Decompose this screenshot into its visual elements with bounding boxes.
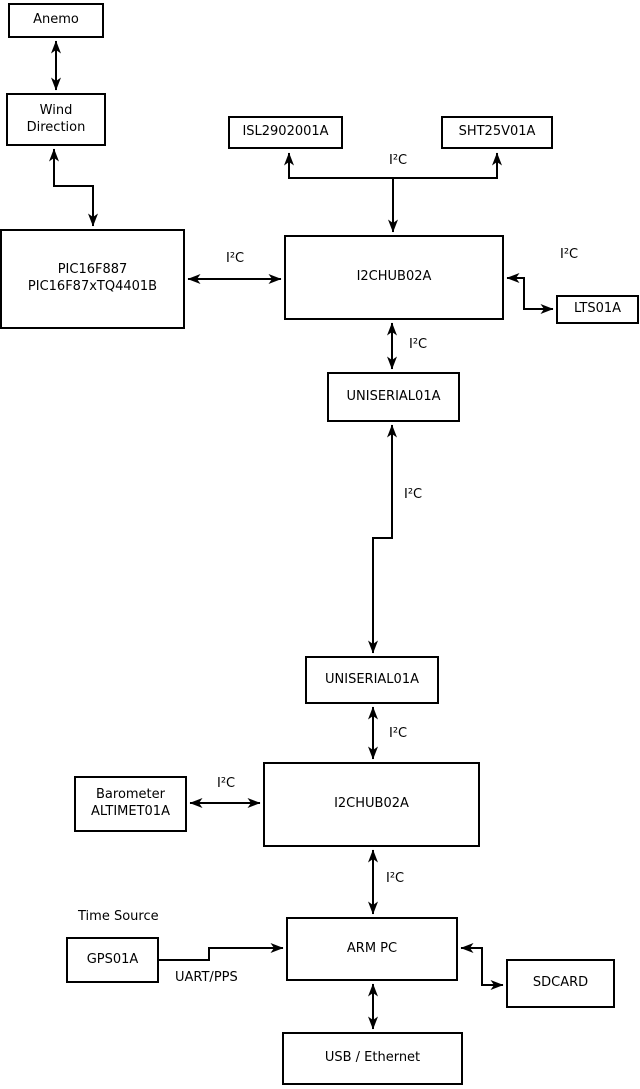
node-gps01a-label: GPS01A bbox=[86, 951, 139, 967]
label-i2c-pic-hub: I²C bbox=[226, 251, 245, 266]
label-i2c-hub2-armpc: I²C bbox=[386, 871, 405, 886]
node-usb-ethernet: USB / Ethernet bbox=[282, 1032, 463, 1085]
node-sht25v01a: SHT25V01A bbox=[441, 116, 553, 149]
node-uniserial01a-bottom-label: UNISERIAL01A bbox=[325, 671, 419, 687]
node-usb-ethernet-label: USB / Ethernet bbox=[324, 1050, 421, 1066]
edge-gps-armpc bbox=[159, 943, 284, 961]
label-i2c-hub-lts: I²C bbox=[560, 247, 579, 262]
node-uniserial01a-top-label: UNISERIAL01A bbox=[346, 388, 441, 404]
label-uart-pps: UART/PPS bbox=[175, 970, 238, 985]
node-sht25v01a-label: SHT25V01A bbox=[458, 124, 536, 140]
edge-armpc-sdcard bbox=[460, 943, 504, 990]
node-anemo: Anemo bbox=[8, 3, 104, 38]
label-i2c-barometer-hub2: I²C bbox=[217, 776, 236, 791]
node-i2chub02a-bottom-label: I2CHUB02A bbox=[334, 796, 409, 812]
node-pic16f887: PIC16F887 PIC16F87xTQ4401B bbox=[0, 229, 185, 329]
node-i2chub02a-top: I2CHUB02A bbox=[284, 235, 504, 320]
node-uniserial01a-bottom: UNISERIAL01A bbox=[305, 656, 439, 704]
label-i2c-hub-uniserial: I²C bbox=[409, 337, 428, 352]
node-sdcard: SDCARD bbox=[506, 959, 615, 1008]
node-i2chub02a-bottom: I2CHUB02A bbox=[263, 762, 480, 847]
node-wind-direction: Wind Direction bbox=[6, 93, 106, 146]
edge-i2chub-lts bbox=[506, 273, 554, 314]
node-barometer-altimet01a-label: Barometer ALTIMET01A bbox=[91, 787, 170, 819]
node-pic16f887-label: PIC16F887 PIC16F87xTQ4401B bbox=[27, 262, 158, 294]
node-lts01a-label: LTS01A bbox=[573, 301, 622, 317]
node-i2chub02a-top-label: I2CHUB02A bbox=[356, 269, 432, 285]
node-sdcard-label: SDCARD bbox=[532, 975, 589, 991]
node-wind-direction-label: Wind Direction bbox=[26, 102, 86, 135]
label-time-source: Time Source bbox=[78, 909, 159, 924]
edge-wind-pic bbox=[49, 148, 98, 227]
node-arm-pc-label: ARM PC bbox=[346, 940, 398, 956]
node-anemo-label: Anemo bbox=[33, 12, 79, 28]
node-lts01a: LTS01A bbox=[556, 295, 639, 324]
node-isl2902001a-label: ISL2902001A bbox=[242, 124, 329, 140]
node-arm-pc: ARM PC bbox=[286, 917, 458, 981]
label-i2c-uniserial-hub2: I²C bbox=[389, 726, 408, 741]
node-gps01a: GPS01A bbox=[66, 937, 159, 983]
edge-uniserial-uniserial bbox=[368, 424, 397, 654]
label-i2c-sensor-bus: I²C bbox=[389, 153, 408, 168]
node-uniserial01a-top: UNISERIAL01A bbox=[327, 372, 460, 422]
label-i2c-uniserial-link: I²C bbox=[404, 487, 423, 502]
node-barometer-altimet01a: Barometer ALTIMET01A bbox=[74, 776, 187, 832]
node-isl2902001a: ISL2902001A bbox=[228, 116, 343, 149]
